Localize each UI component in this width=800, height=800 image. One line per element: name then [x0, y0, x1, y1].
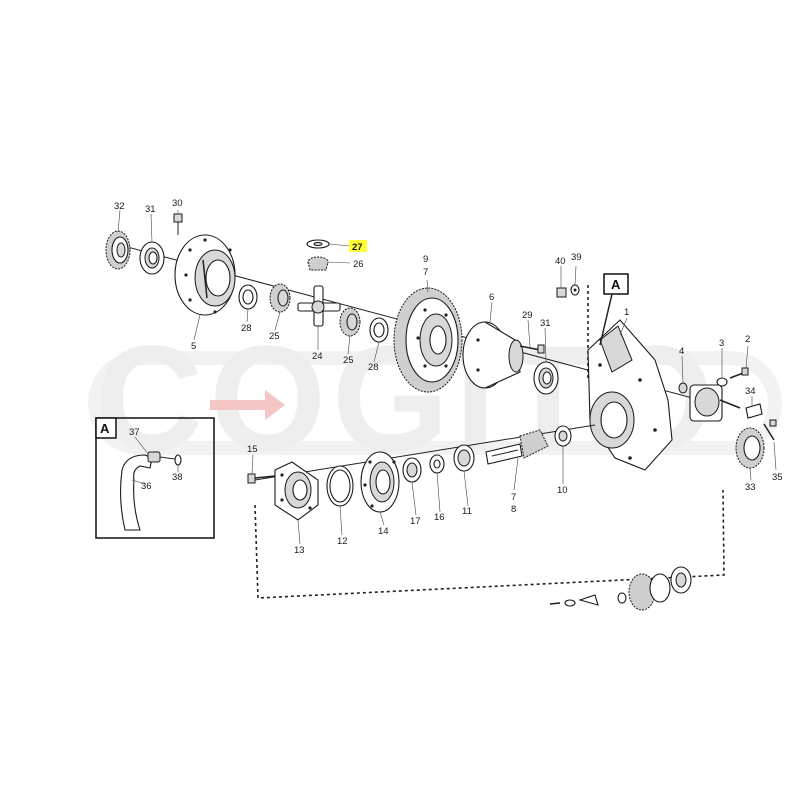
label-part-10: 10	[557, 485, 568, 496]
part-4-plug[interactable]	[678, 382, 688, 394]
label-part-32: 32	[114, 201, 125, 212]
label-part-17: 17	[410, 516, 421, 527]
detail-box-a: A	[95, 417, 215, 539]
detail-box-a-label: A	[100, 421, 110, 436]
label-part-24: 24	[312, 351, 323, 362]
part-25-side-gear-right[interactable]	[339, 307, 361, 337]
part-26-pinion-gear[interactable]	[307, 256, 329, 271]
part-17-bearing[interactable]	[402, 457, 422, 483]
label-part-9: 9	[423, 254, 428, 265]
label-part-13: 13	[294, 545, 305, 556]
highlight-part-27	[349, 240, 367, 252]
label-part-33: 33	[745, 482, 756, 493]
part-13-companion-flange[interactable]	[274, 461, 319, 521]
label-part-2: 2	[745, 334, 750, 345]
label-part-6: 6	[489, 292, 494, 303]
label-part-28-left: 28	[241, 323, 252, 334]
label-part-3: 3	[719, 338, 724, 349]
part-24-spider-cross[interactable]	[297, 285, 341, 327]
part-28-thrust-washer-right[interactable]	[369, 317, 389, 343]
part-38-washer[interactable]	[174, 454, 182, 466]
label-part-29: 29	[522, 310, 533, 321]
callout-box-a[interactable]: A	[599, 273, 629, 346]
part-5-differential-case[interactable]	[174, 234, 236, 316]
part-31-bearing-right[interactable]	[533, 361, 559, 395]
part-15-bolt[interactable]	[247, 473, 276, 484]
part-16-spacer[interactable]	[429, 454, 445, 474]
part-partial-bottom-assembly[interactable]	[549, 566, 692, 611]
label-part-39: 39	[571, 252, 582, 263]
label-part-1: 1	[624, 307, 629, 318]
part-14-bearing-cover[interactable]	[360, 451, 400, 513]
part-25-side-gear-left[interactable]	[269, 283, 291, 313]
part-10-bearing[interactable]	[554, 425, 572, 447]
label-part-25-right: 25	[343, 355, 354, 366]
label-part-38: 38	[172, 472, 183, 483]
callout-box-a-label: A	[611, 277, 621, 292]
assembly-dashed-frame	[254, 489, 725, 599]
label-part-30: 30	[172, 198, 183, 209]
label-part-5: 5	[191, 341, 196, 352]
part-40-bolt[interactable]	[556, 287, 567, 298]
part-lock-unit[interactable]	[689, 384, 741, 422]
watermark-arrow-icon	[210, 390, 285, 420]
label-part-28-right: 28	[368, 362, 379, 373]
label-part-31-right: 31	[540, 318, 551, 329]
label-part-37: 37	[129, 427, 140, 438]
part-35-bolt[interactable]	[763, 419, 777, 441]
label-part-16: 16	[434, 512, 445, 523]
part-6-differential-housing[interactable]	[462, 321, 524, 389]
label-part-26: 26	[353, 259, 364, 270]
label-part-8: 8	[511, 504, 516, 515]
label-part-7-upper: 7	[423, 267, 428, 278]
label-part-11: 11	[462, 506, 472, 517]
part-29-bolt[interactable]	[519, 344, 545, 354]
label-part-34: 34	[745, 386, 756, 397]
label-part-14: 14	[378, 526, 389, 537]
part-27-thrust-washer[interactable]	[306, 239, 330, 249]
label-part-36: 36	[141, 481, 152, 492]
part-36-hose[interactable]	[119, 454, 153, 531]
part-37-fitting[interactable]	[147, 451, 161, 463]
label-part-40: 40	[555, 256, 566, 267]
part-11-bearing[interactable]	[453, 444, 475, 472]
part-30-bolt[interactable]	[173, 213, 183, 235]
label-part-7-lower: 7	[511, 492, 516, 503]
part-12-seal-ring[interactable]	[326, 465, 354, 507]
label-part-27: 27	[352, 242, 363, 253]
part-7-drive-pinion[interactable]	[485, 429, 549, 465]
label-part-12: 12	[337, 536, 348, 547]
label-part-4: 4	[679, 346, 684, 357]
leader-lines	[117, 209, 777, 545]
part-34-shift-fork[interactable]	[745, 403, 763, 419]
label-part-35: 35	[772, 472, 783, 483]
label-part-25-left: 25	[269, 331, 280, 342]
part-2-bolt[interactable]	[729, 367, 749, 379]
label-part-15: 15	[247, 444, 258, 455]
part-33-dog-clutch[interactable]	[735, 427, 765, 469]
label-part-31-left: 31	[145, 204, 156, 215]
part-9-crown-wheel[interactable]	[393, 287, 463, 393]
part-31-bearing-cup-left[interactable]	[139, 241, 165, 275]
part-39-washer[interactable]	[570, 284, 580, 296]
part-1-axle-housing[interactable]	[587, 319, 673, 471]
part-28-thrust-washer-left[interactable]	[238, 284, 258, 310]
part-32-bearing[interactable]	[105, 230, 131, 270]
part-number-labels: 32 31 30 5 28 25 24 25 28 27 26 9 7 6 29…	[114, 198, 783, 556]
